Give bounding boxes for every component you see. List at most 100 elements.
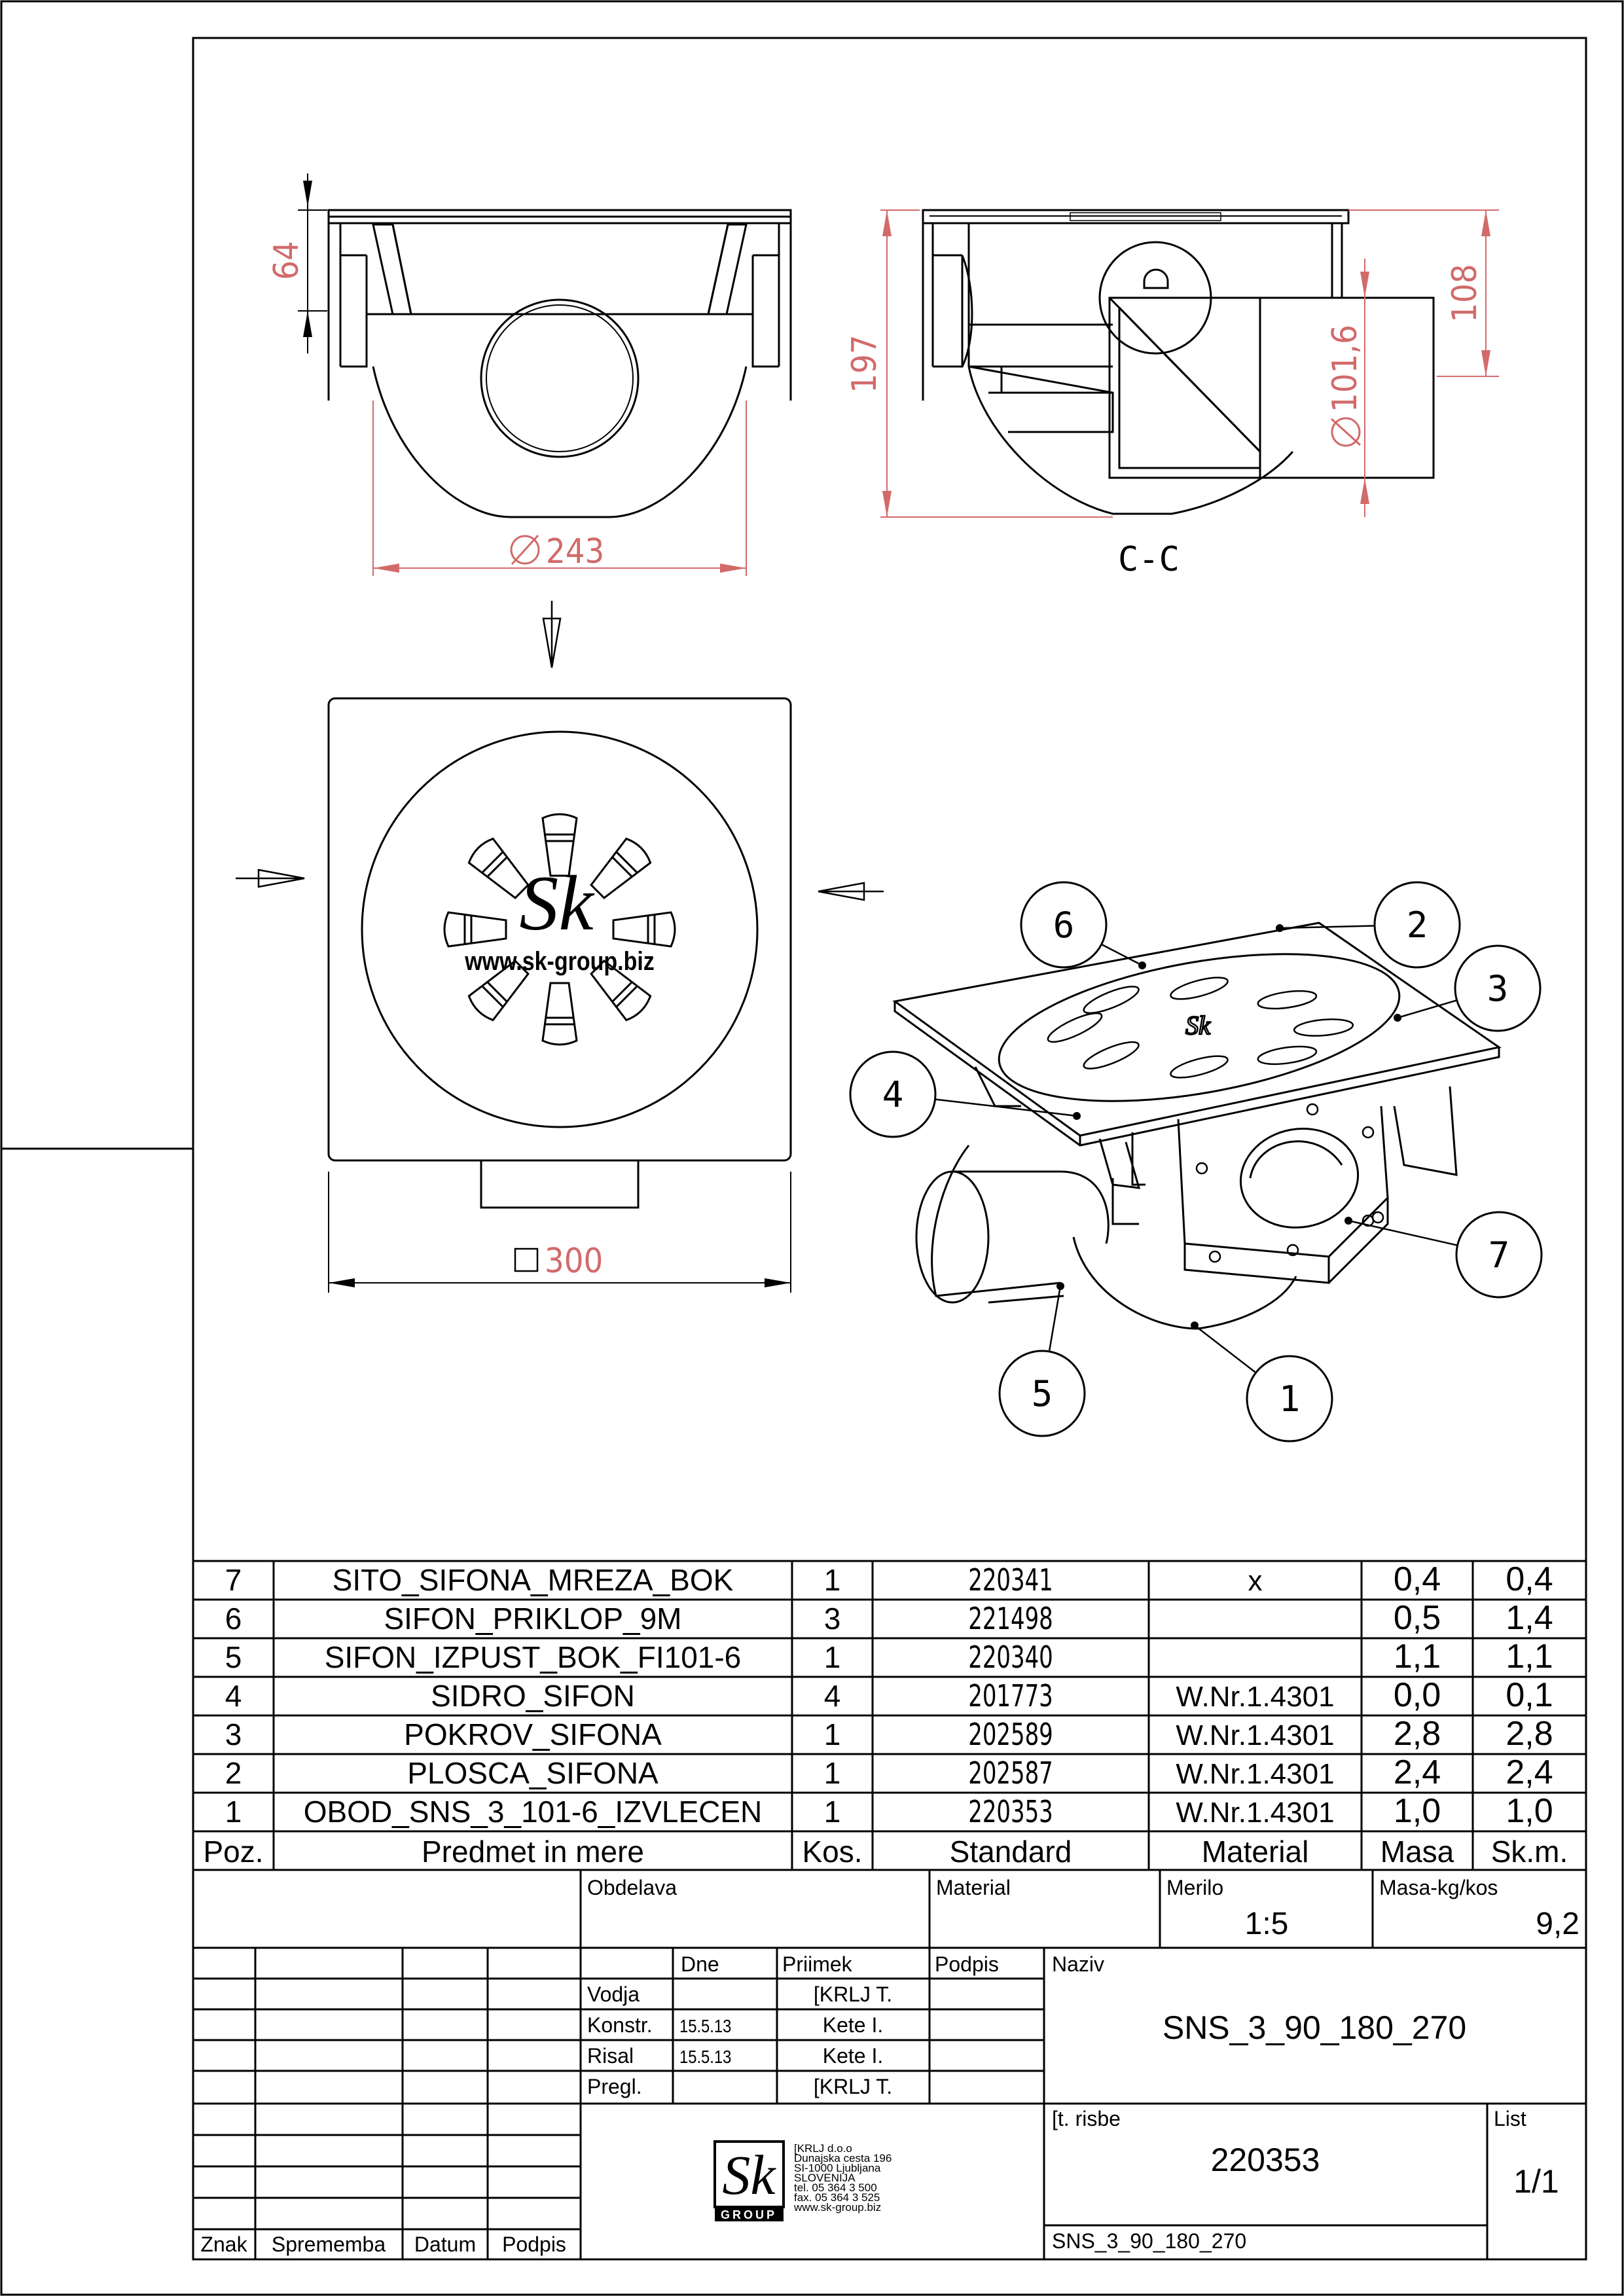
balloon-dot: [1191, 1321, 1199, 1329]
parts-cell-material: W.Nr.1.4301: [1176, 1719, 1334, 1751]
label-material: Material: [936, 1876, 1011, 1899]
label-list: List: [1494, 2107, 1526, 2130]
company-address-line: Dunajska cesta 196: [794, 2152, 892, 2164]
parts-cell-masa: 1,1: [1394, 1638, 1441, 1676]
parts-cell-standard: 202587: [968, 1755, 1053, 1791]
parts-header-poz: Poz.: [203, 1835, 263, 1869]
dim-outlet-diameter: 101,6: [1326, 325, 1365, 447]
company-logo-text: Sk: [722, 2144, 776, 2206]
company-logo: Sk GROUP: [713, 2140, 785, 2221]
iso-holes: [1195, 1103, 1384, 1263]
value-masa: 9,2: [1536, 1907, 1579, 1941]
front-dims: [298, 173, 747, 576]
parts-cell-masa: 0,5: [1394, 1599, 1441, 1637]
balloon-leader: [1397, 999, 1457, 1019]
dim-square-size: 300: [545, 1242, 603, 1281]
view-arrows: [236, 601, 884, 901]
balloon: [849, 1050, 937, 1138]
dim-diameter-bottom-value: 243: [546, 532, 604, 571]
parts-cell-masa: 1,0: [1394, 1792, 1441, 1830]
parts-cell-predmet: SIDRO_SIFON: [431, 1679, 635, 1713]
label-priimek: Priimek: [782, 1952, 853, 1976]
balloon-dot: [1276, 924, 1284, 932]
parts-header-predmet: Predmet in mere: [422, 1835, 644, 1869]
parts-cell-masa: 0,4: [1394, 1560, 1441, 1598]
balloon-leader: [1101, 943, 1143, 967]
label-podpis: Podpis: [935, 1952, 999, 1976]
company-address-line: fax. 05 364 3 525: [794, 2191, 880, 2204]
front-view: [327, 209, 792, 518]
balloon-leader: [1348, 1219, 1458, 1246]
parts-cell-masa: 0,0: [1394, 1676, 1441, 1714]
grate-url: www.sk-group.biz: [464, 946, 654, 975]
company-address-line: SLOVENIJA: [794, 2172, 856, 2184]
parts-cell-poz: 5: [225, 1640, 242, 1674]
parts-cell-material: W.Nr.1.4301: [1176, 1681, 1334, 1713]
company-address-line: tel. 05 364 3 500: [794, 2181, 877, 2194]
person-name: Kete I.: [823, 2044, 884, 2068]
person-date: 15.5.13: [679, 2046, 731, 2067]
parts-cell-poz: 2: [225, 1756, 242, 1790]
balloon-number: 4: [882, 1074, 904, 1115]
iso-slot: [1257, 1045, 1318, 1066]
balloon-dot: [1394, 1014, 1401, 1022]
dim-diameter-bottom: 243: [510, 532, 604, 571]
iso-grate-slots: Sk: [1047, 977, 1354, 1079]
parts-cell-predmet: SITO_SIFONA_MREZA_BOK: [333, 1563, 734, 1597]
company-address-line: www.sk-group.biz: [793, 2201, 881, 2214]
parts-cell-poz: 7: [225, 1563, 242, 1597]
balloon-leader: [1279, 925, 1375, 929]
grate-slot: [612, 911, 676, 948]
parts-cell-kos: 1: [824, 1717, 841, 1751]
label-merilo: Merilo: [1166, 1876, 1223, 1899]
value-list: 1/1: [1513, 2163, 1559, 2200]
parts-cell-material: x: [1248, 1565, 1263, 1597]
person-date: 15.5.13: [679, 2015, 731, 2036]
value-naziv: SNS_3_90_180_270: [1163, 2009, 1466, 2046]
top-view: [327, 697, 792, 1209]
parts-cell-kos: 1: [824, 1756, 841, 1790]
parts-cell-skm: 1,0: [1506, 1792, 1553, 1830]
grate-logo: Sk www.sk-group.biz: [464, 859, 654, 976]
person-role: Pregl.: [587, 2075, 642, 2098]
person-role: Vodja: [587, 1982, 640, 2006]
iso-slot: [1170, 1055, 1229, 1079]
balloon-number: 6: [1053, 905, 1075, 946]
grate-logo-text: Sk: [519, 859, 595, 946]
balloon-leader: [1048, 1285, 1062, 1352]
parts-cell-kos: 4: [824, 1679, 841, 1713]
parts-cell-standard: 221498: [968, 1601, 1053, 1636]
person-role: Konstr.: [587, 2013, 653, 2037]
balloon: [1455, 1211, 1543, 1299]
parts-cell-kos: 1: [824, 1563, 841, 1597]
title-block-grid: [192, 1870, 1586, 2261]
parts-cell-material: W.Nr.1.4301: [1176, 1797, 1334, 1829]
iso-view: [892, 922, 1502, 1330]
balloon: [998, 1350, 1086, 1437]
iso-slot: [1047, 1012, 1103, 1043]
rev-header-znak: Znak: [200, 2233, 247, 2256]
dim-height-top: 64: [267, 241, 306, 280]
label-st-risbe: [t. risbe: [1052, 2107, 1121, 2130]
parts-cell-masa: 2,4: [1394, 1753, 1441, 1791]
balloon-dot: [1073, 1112, 1081, 1120]
dim-height-total: 197: [845, 334, 884, 393]
grate-slot: [467, 960, 530, 1022]
balloon-number: 5: [1032, 1373, 1053, 1414]
balloon-number: 2: [1407, 905, 1428, 946]
grate-slot: [590, 960, 652, 1022]
section-label: C-C: [1118, 540, 1180, 579]
balloon-number: 7: [1489, 1234, 1510, 1276]
label-masa: Masa-kg/kos: [1379, 1876, 1498, 1899]
iso-logo: Sk: [1185, 1011, 1211, 1040]
parts-header-skm: Sk.m.: [1491, 1835, 1568, 1869]
balloon-dot: [1056, 1282, 1064, 1290]
iso-slot: [1083, 1041, 1140, 1069]
parts-cell-material: W.Nr.1.4301: [1176, 1758, 1334, 1790]
top-dims: [328, 1172, 791, 1293]
person-name: [KRLJ T.: [814, 2075, 892, 2098]
iso-slot: [1083, 986, 1140, 1014]
